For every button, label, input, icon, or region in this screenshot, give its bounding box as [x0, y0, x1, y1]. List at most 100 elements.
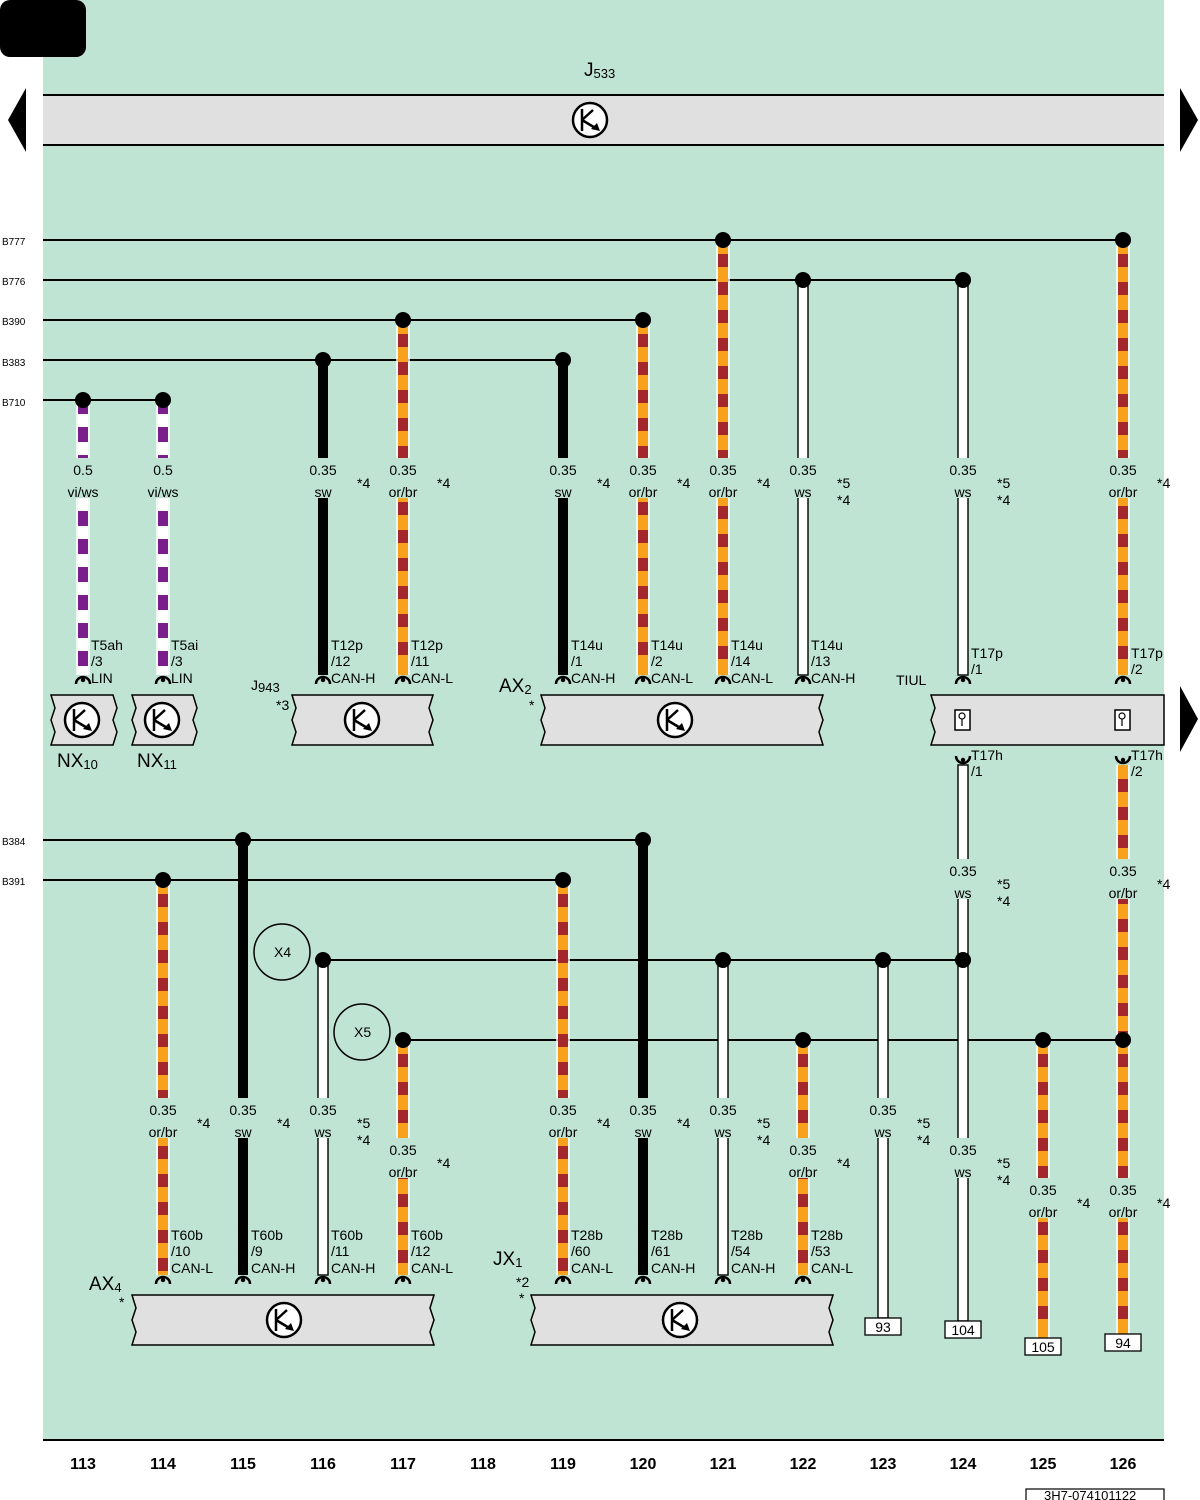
connector-pin-icon: [1114, 755, 1132, 765]
nx10-label: NX10: [57, 751, 98, 772]
wire-note: *4: [437, 1155, 450, 1171]
jx1-note: *2*: [516, 1274, 529, 1306]
wire-color: sw: [554, 484, 572, 500]
bus-label-b777: B777: [2, 237, 26, 248]
ref-box[interactable]: [1104, 1333, 1142, 1352]
junction-dot: [315, 952, 331, 968]
junction-dot: [395, 312, 411, 328]
wire-label-bg: [1097, 458, 1149, 498]
nx11-label: NX11: [137, 751, 177, 772]
column-number: 120: [630, 1456, 657, 1473]
wire-label-bg: [297, 458, 349, 498]
wire-size: 0.35: [389, 1142, 416, 1158]
wire-label-bg: [617, 1098, 669, 1138]
bus-label-b710: B710: [2, 398, 26, 409]
junction-dot: [955, 272, 971, 288]
wire-color: ws: [953, 1164, 971, 1180]
connector-label: T17p/2: [1131, 645, 1163, 677]
module-nx11: NX11: [130, 694, 198, 772]
junction-dot: [955, 952, 971, 968]
page-right-arrow-icon[interactable]: [1180, 88, 1198, 152]
page-right-arrow-lower-icon[interactable]: [1180, 686, 1198, 752]
jx1-note-line1: *2: [516, 1274, 529, 1290]
connector-pin-icon: [634, 675, 652, 685]
wire-note: *4: [677, 1115, 690, 1131]
column-number: 125: [1030, 1456, 1057, 1473]
connector-pin-icon: [794, 675, 812, 685]
wire-w114b: [156, 880, 170, 1275]
junction-dot: [715, 232, 731, 248]
wire-label-bg: [937, 458, 989, 498]
wire-size: 0.35: [549, 1102, 576, 1118]
wire-size: 0.35: [629, 1102, 656, 1118]
wire-note: *4: [837, 1155, 850, 1171]
connector-pin-icon: [234, 1275, 252, 1285]
ref-number[interactable]: 93: [875, 1319, 891, 1335]
wire-label-bg: [1097, 1178, 1149, 1218]
ref-number[interactable]: 94: [1115, 1335, 1131, 1351]
ref-box[interactable]: [1024, 1337, 1062, 1356]
ref-number[interactable]: 105: [1031, 1339, 1055, 1355]
ref-box[interactable]: [864, 1317, 902, 1336]
wire-label-bg: [1017, 1178, 1069, 1218]
column-number: 115: [230, 1456, 256, 1473]
x4-junction-circle: [253, 923, 311, 981]
bus-label-b383: B383: [2, 358, 26, 369]
column-number: 123: [870, 1456, 897, 1473]
wire-color: ws: [313, 1124, 331, 1140]
module-ax2: AX2 *: [499, 676, 825, 746]
junction-dot: [235, 832, 251, 848]
wire-note: *4: [1157, 1195, 1170, 1211]
junction-dot: [1115, 232, 1131, 248]
wire-size: 0.5: [73, 462, 93, 478]
junction-dot: [795, 272, 811, 288]
connector-pin-icon: [554, 1275, 572, 1285]
wire-size: 0.35: [629, 462, 656, 478]
wire-size: 0.35: [1109, 863, 1136, 879]
bus-label-b390: B390: [2, 317, 26, 328]
connector-pin-icon: [1114, 675, 1132, 685]
wire-note: *5*4: [997, 876, 1010, 909]
nx11-ecu-icon: [143, 701, 181, 739]
ref-number[interactable]: 104: [951, 1322, 975, 1338]
tiul-label: TIUL: [896, 672, 927, 688]
junction-dot: [315, 352, 331, 368]
connector-pin-icon: [714, 1275, 732, 1285]
wire-label-bg: [777, 1138, 829, 1178]
wire-color: or/br: [1029, 1204, 1058, 1220]
connector-label: T17p/1: [971, 645, 1003, 677]
connector-label: T17h/1: [971, 747, 1003, 779]
x5-junction-circle: [333, 1003, 391, 1061]
wire-label-bg: [377, 458, 429, 498]
junction-dots: [75, 232, 1131, 1048]
ref-box[interactable]: [944, 1320, 982, 1339]
connector-pin-icon: [154, 675, 172, 685]
wire-size: 0.35: [1029, 1182, 1056, 1198]
wire-size: 0.35: [949, 863, 976, 879]
page-tab: [0, 0, 86, 57]
wire-w115b: [238, 840, 248, 1275]
connector-pin-icon: [394, 1275, 412, 1285]
module-j943: J943 *3: [251, 677, 435, 746]
wire-size: 0.35: [309, 462, 336, 478]
connector-pin-icon: [954, 675, 972, 685]
connector-pin-icon: [394, 675, 412, 685]
wire-note: *4: [597, 475, 610, 491]
wire-w113a: [76, 400, 90, 675]
junction-dot: [1115, 1032, 1131, 1048]
column-number: 113: [70, 1456, 96, 1473]
connector-pin-icon: [74, 675, 92, 685]
wire-note: *4: [1157, 876, 1170, 892]
page-left-arrow-icon[interactable]: [8, 88, 26, 152]
x4-label: X4: [274, 944, 291, 960]
wire-size: 0.35: [709, 462, 736, 478]
